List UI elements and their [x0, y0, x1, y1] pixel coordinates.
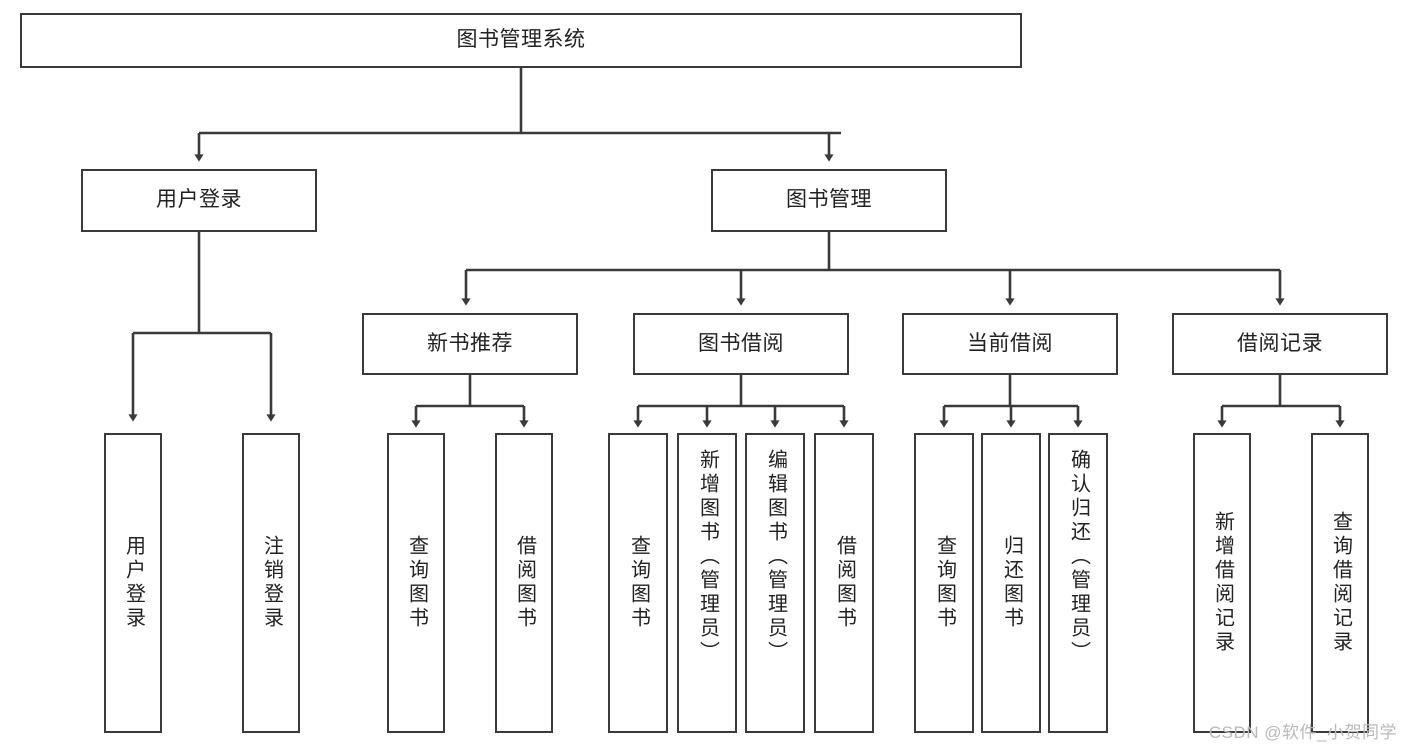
- node-leaf-user-logout[interactable]: 注销登录: [242, 433, 300, 733]
- node-label: 新增图书（管理员）: [696, 449, 719, 665]
- node-current-borrow[interactable]: 当前借阅: [902, 313, 1118, 375]
- node-label: 查询图书: [405, 535, 428, 631]
- node-label: 图书管理系统: [456, 28, 586, 52]
- node-label: 注销登录: [260, 535, 283, 631]
- node-label: 用户登录: [156, 188, 242, 212]
- node-label: 查询图书: [933, 535, 956, 631]
- node-label: 借阅记录: [1237, 331, 1323, 355]
- node-user-login[interactable]: 用户登录: [81, 169, 317, 232]
- node-label: 图书借阅: [698, 331, 784, 355]
- node-root-system[interactable]: 图书管理系统: [20, 13, 1022, 68]
- node-borrow-record[interactable]: 借阅记录: [1172, 313, 1388, 375]
- node-leaf-edit-book[interactable]: 编辑图书（管理员）: [745, 433, 805, 733]
- node-leaf-add-book[interactable]: 新增图书（管理员）: [677, 433, 737, 733]
- node-label: 归还图书: [1000, 535, 1023, 631]
- node-leaf-add-record[interactable]: 新增借阅记录: [1193, 433, 1251, 733]
- node-label: 借阅图书: [513, 535, 536, 631]
- node-label: 图书管理: [786, 188, 872, 212]
- node-leaf-query-book-1[interactable]: 查询图书: [387, 433, 445, 733]
- node-label: 新增借阅记录: [1211, 511, 1234, 655]
- node-leaf-confirm-return[interactable]: 确认归还（管理员）: [1048, 433, 1108, 733]
- node-leaf-user-login[interactable]: 用户登录: [104, 433, 162, 733]
- node-label: 确认归还（管理员）: [1067, 449, 1090, 665]
- node-leaf-query-record[interactable]: 查询借阅记录: [1311, 433, 1369, 733]
- node-book-manage[interactable]: 图书管理: [711, 169, 947, 232]
- node-new-book-recommend[interactable]: 新书推荐: [362, 313, 578, 375]
- node-leaf-return-book[interactable]: 归还图书: [981, 433, 1041, 733]
- node-leaf-query-book-2[interactable]: 查询图书: [608, 433, 668, 733]
- node-book-borrow[interactable]: 图书借阅: [633, 313, 849, 375]
- node-leaf-query-book-3[interactable]: 查询图书: [914, 433, 974, 733]
- node-label: 新书推荐: [427, 331, 513, 355]
- node-label: 当前借阅: [967, 331, 1053, 355]
- node-leaf-borrow-book-1[interactable]: 借阅图书: [495, 433, 553, 733]
- node-label: 用户登录: [122, 535, 145, 631]
- node-label: 借阅图书: [833, 535, 856, 631]
- node-label: 编辑图书（管理员）: [764, 449, 787, 665]
- node-leaf-borrow-book-2[interactable]: 借阅图书: [814, 433, 874, 733]
- node-label: 查询图书: [627, 535, 650, 631]
- node-label: 查询借阅记录: [1329, 511, 1352, 655]
